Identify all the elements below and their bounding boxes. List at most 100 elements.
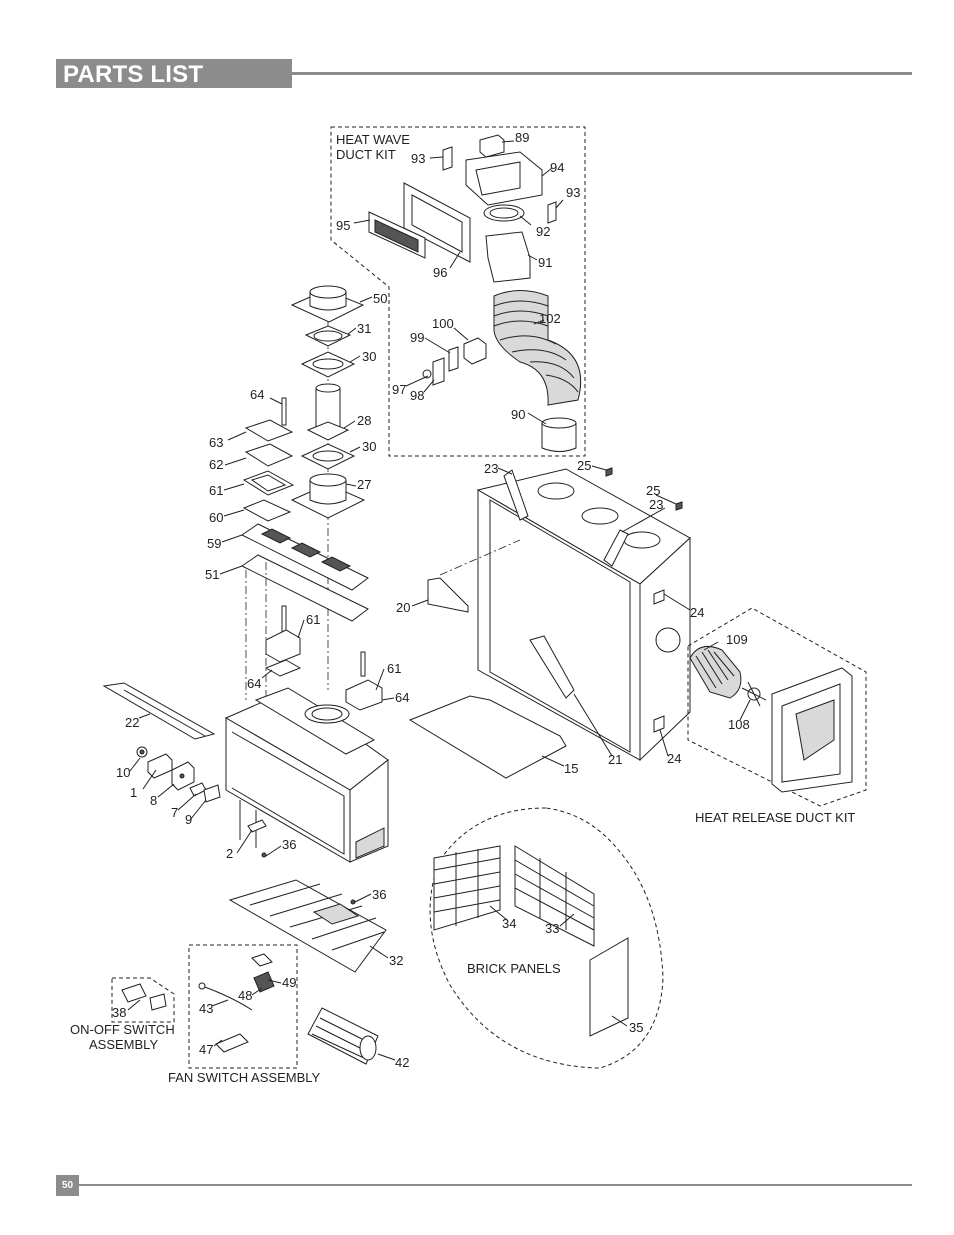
caption-on-off-line2: ASSEMBLY <box>89 1037 158 1052</box>
part-109 <box>689 645 742 699</box>
callout: 50 <box>373 291 387 306</box>
part-24-a <box>653 589 665 605</box>
part-59 <box>241 523 369 591</box>
caption-heat-release: HEAT RELEASE DUCT KIT <box>695 810 855 825</box>
part-62 <box>244 443 294 467</box>
part-64-bolt <box>281 397 287 426</box>
callout: 21 <box>608 752 622 767</box>
part-7 <box>189 782 207 797</box>
callout: 8 <box>150 793 157 808</box>
callout: 61 <box>209 483 223 498</box>
heat-release-kit-boundary <box>687 607 867 807</box>
callout: 108 <box>728 717 750 732</box>
part-64-plate-a <box>264 659 302 677</box>
callout: 33 <box>545 921 559 936</box>
callout: 63 <box>209 435 223 450</box>
part-48 <box>253 971 275 993</box>
callout: 34 <box>502 916 516 931</box>
callout: 102 <box>539 311 561 326</box>
callout: 109 <box>726 632 748 647</box>
part-38 <box>121 983 147 1003</box>
part-99 <box>448 346 459 372</box>
callout: 99 <box>410 330 424 345</box>
callout: 1 <box>130 785 137 800</box>
callout: 43 <box>199 1001 213 1016</box>
callout: 47 <box>199 1042 213 1057</box>
callout: 9 <box>185 812 192 827</box>
part-43 <box>201 985 253 1011</box>
caption-fan-switch: FAN SWITCH ASSEMBLY <box>168 1070 321 1085</box>
part-61 <box>242 470 295 496</box>
part-22 <box>102 682 216 740</box>
part-61-bracket-a <box>265 629 301 663</box>
callout: 24 <box>667 751 681 766</box>
callout: 48 <box>238 988 252 1003</box>
callout: 30 <box>362 349 376 364</box>
part-23-a <box>503 469 529 521</box>
part-94 <box>465 151 543 206</box>
part-2 <box>247 819 267 833</box>
part-36-a <box>261 852 267 858</box>
part-100 <box>463 337 487 365</box>
callout: 22 <box>125 715 139 730</box>
caption-brick-panels: BRICK PANELS <box>467 961 561 976</box>
part-96 <box>403 182 471 263</box>
callout: 49 <box>282 975 296 990</box>
part-51 <box>241 554 369 622</box>
part-32-brick-floor <box>228 879 387 973</box>
part-1 <box>147 753 173 779</box>
callout: 93 <box>566 185 580 200</box>
caption-on-off-line1: ON-OFF SWITCH <box>70 1022 175 1037</box>
control-small-parts <box>136 746 221 803</box>
callout: 35 <box>629 1020 643 1035</box>
callout: 42 <box>395 1055 409 1070</box>
part-102 <box>493 290 582 406</box>
callout: 61 <box>387 661 401 676</box>
part-30-top <box>300 351 356 378</box>
callout: 97 <box>392 382 406 397</box>
brackets <box>264 605 383 711</box>
heat-release-duct-kit <box>687 607 867 807</box>
callout: 31 <box>357 321 371 336</box>
on-off-boundary <box>111 977 175 1023</box>
callout: 91 <box>538 255 552 270</box>
part-47 <box>215 1033 249 1053</box>
plates-stack <box>241 397 369 700</box>
callout: 60 <box>209 510 223 525</box>
firebox <box>224 687 389 863</box>
vent-stack <box>290 285 366 690</box>
callout: 89 <box>515 130 529 145</box>
callout: 100 <box>432 316 454 331</box>
callout: 25 <box>577 458 591 473</box>
callout: 93 <box>411 151 425 166</box>
callout: 62 <box>209 457 223 472</box>
callout: 61 <box>306 612 320 627</box>
part-30-bottom <box>300 443 356 470</box>
part-93-right <box>547 201 557 224</box>
brick-panels <box>429 807 664 1069</box>
part-91 <box>485 231 531 283</box>
heat-wave-kit-boundary <box>330 126 586 457</box>
part-15 <box>408 695 567 779</box>
callout: 23 <box>649 497 663 512</box>
callout: 64 <box>395 690 409 705</box>
main-cabinet <box>476 467 691 762</box>
callout: 38 <box>112 1005 126 1020</box>
callout: 15 <box>564 761 578 776</box>
page-title: PARTS LIST <box>63 61 204 88</box>
callout: 36 <box>282 837 296 852</box>
part-60 <box>242 499 292 522</box>
page-number-badge <box>56 1175 79 1196</box>
callout: 7 <box>171 805 178 820</box>
callout: 95 <box>336 218 350 233</box>
part-35 <box>589 937 629 1037</box>
part-89 <box>479 134 505 158</box>
part-23-b <box>603 529 629 567</box>
callout: 64 <box>250 387 264 402</box>
part-25-b <box>675 501 683 511</box>
callout: 96 <box>433 265 447 280</box>
part-24-b <box>653 715 665 733</box>
part-61-bracket-b <box>345 679 383 711</box>
callout: 90 <box>511 407 525 422</box>
part-31 <box>304 325 352 347</box>
